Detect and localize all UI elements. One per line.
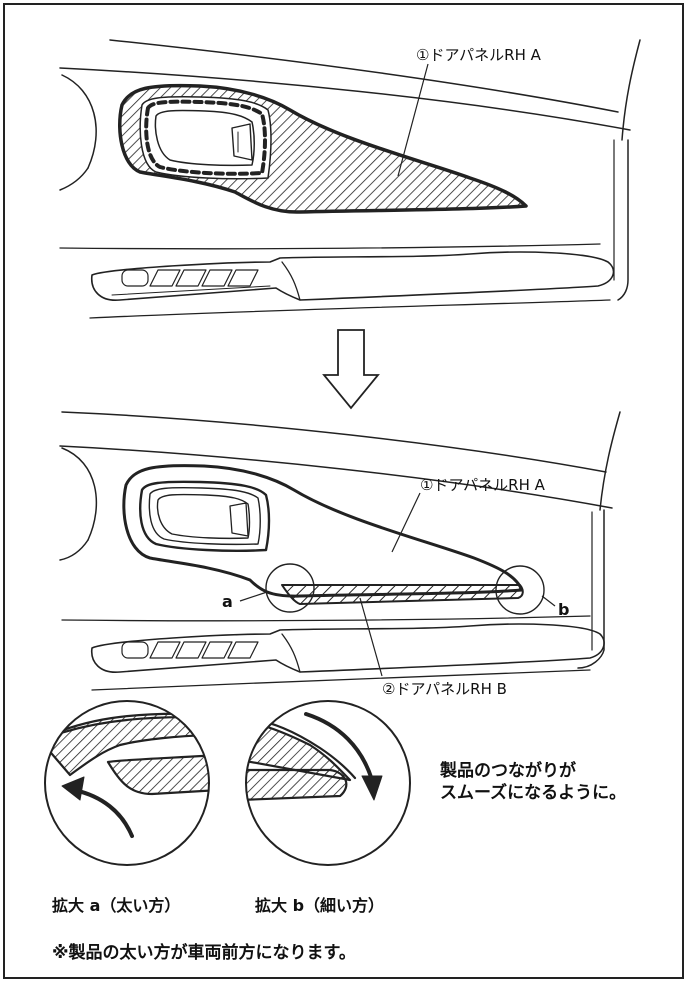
- detail-circle-b: [245, 700, 411, 866]
- detail-circle-a: [44, 700, 210, 866]
- label-point-a: a: [222, 592, 233, 611]
- label-panel-a-middle: ①ドアパネルRH A: [420, 476, 545, 494]
- middle-door-view: [59, 411, 621, 691]
- label-panel-b: ②ドアパネルRH B: [382, 680, 507, 698]
- side-note-line-2: スムーズになるように。: [440, 783, 627, 803]
- side-note-line-1: 製品のつながりが: [440, 761, 576, 781]
- label-panel-a-top: ①ドアパネルRH A: [416, 46, 541, 64]
- top-door-view: [59, 39, 641, 319]
- diagram-frame: [3, 3, 684, 979]
- caption-detail-b: 拡大 b（細い方）: [255, 896, 385, 915]
- side-note: 製品のつながりが スムーズになるように。: [440, 760, 626, 804]
- label-point-b: b: [558, 600, 570, 619]
- down-arrow-icon: [322, 329, 380, 410]
- footer-note: ※製品の太い方が車両前方になります。: [52, 943, 356, 963]
- caption-detail-a: 拡大 a（太い方）: [52, 896, 181, 915]
- middle-leader-lines: [239, 492, 556, 677]
- leader-line-panel-a-top: [397, 63, 429, 177]
